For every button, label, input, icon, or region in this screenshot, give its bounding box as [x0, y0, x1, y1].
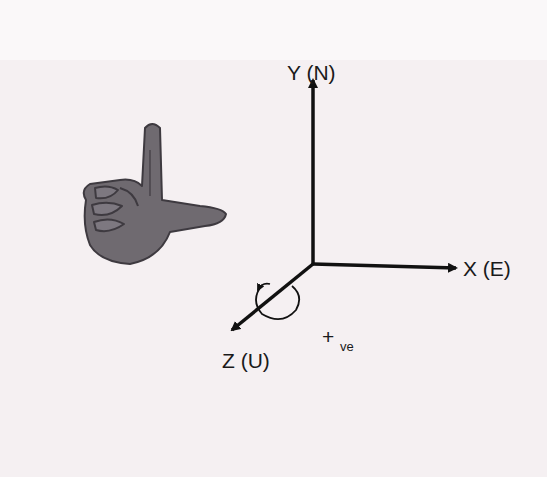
- z-axis: [232, 264, 313, 330]
- sign-subscript: ve: [340, 340, 354, 353]
- axis-label: Y (N): [287, 62, 336, 83]
- rotation-arrow: [256, 285, 299, 319]
- rotation-arrow-head: [258, 284, 270, 290]
- x-axis: [313, 264, 456, 268]
- axis-label: Z (U): [222, 350, 270, 371]
- right-hand-illustration: [84, 124, 226, 264]
- axis-label: X (E): [463, 258, 511, 279]
- background-light: [0, 0, 547, 60]
- sign-label: +: [322, 326, 334, 347]
- y-axis: [311, 80, 315, 264]
